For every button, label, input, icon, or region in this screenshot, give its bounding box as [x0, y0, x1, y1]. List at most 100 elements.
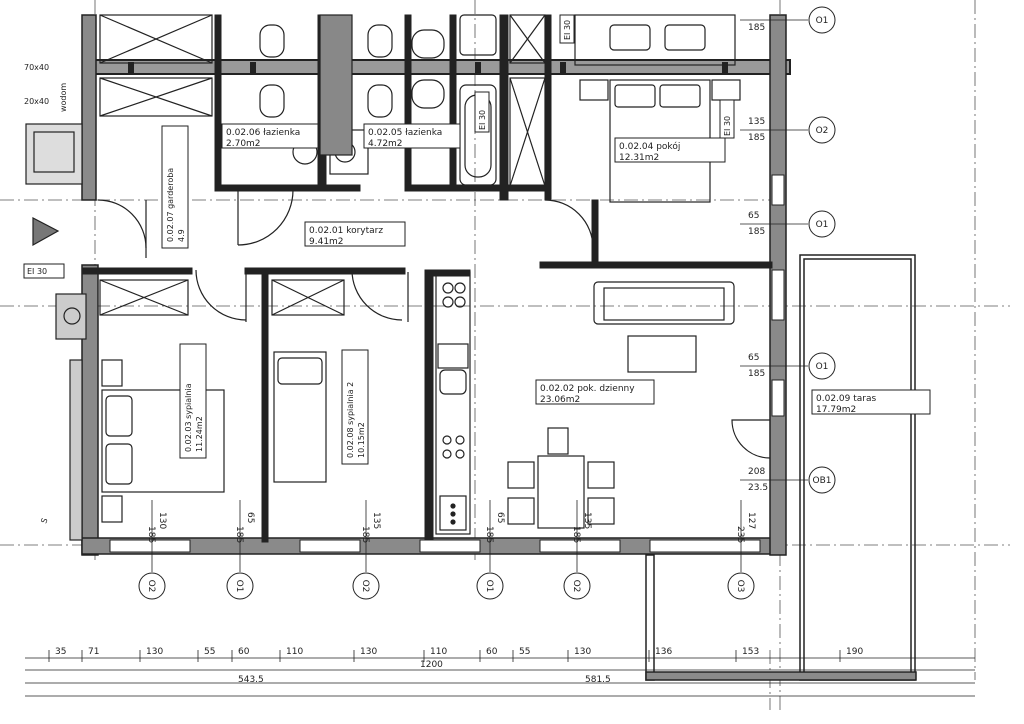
dimension-value: 110 — [430, 647, 447, 657]
svg-text:11.24m2: 11.24m2 — [195, 416, 204, 452]
window-marker-b: 135 — [371, 512, 381, 529]
tags: EI 30 EI 30 EI 30 EI 30 wodom 70x40 20x4… — [23, 14, 735, 525]
dimension-value: 60 — [486, 647, 498, 657]
bottom-window-markers: O2185130O118565O2185135O118565O2185135O3… — [138, 500, 756, 600]
dimension-value: 110 — [286, 647, 303, 657]
dim-total-1200: 1200 — [420, 660, 443, 670]
svg-text:0.02.05 łazienka: 0.02.05 łazienka — [368, 128, 442, 138]
wodom-size2: 20x40 — [24, 97, 49, 106]
top-beam — [84, 59, 791, 75]
dim-5815: 581.5 — [585, 675, 611, 685]
dimension-value: 71 — [88, 647, 99, 657]
svg-text:23.06m2: 23.06m2 — [540, 395, 580, 405]
window-marker-b: 65 — [495, 512, 505, 523]
label-bedroom-top: 0.02.04 pokój 12.31m2 — [614, 137, 726, 163]
ei30-top: EI 30 — [563, 20, 572, 40]
window-marker: O1 185 — [740, 6, 836, 34]
ei30-vert: EI 30 — [723, 116, 732, 136]
label-wardrobe: 0.02.07 garderoba 4.9 — [161, 125, 189, 249]
window-marker-label: O1 — [484, 580, 494, 593]
window-marker-top: 65 — [748, 353, 759, 363]
dimension-row-3: 543.5 581.5 — [238, 675, 611, 685]
svg-text:0.02.09 taras: 0.02.09 taras — [816, 394, 876, 404]
window-marker-bottom: 23.5 — [748, 483, 768, 493]
ei30-bath: EI 30 — [478, 110, 487, 130]
wodom-label: wodom — [59, 83, 68, 112]
door-swings — [97, 189, 771, 459]
window-marker-top: 208 — [748, 467, 765, 477]
label-bath-small: 0.02.06 łazienka 2.70m2 — [221, 123, 319, 149]
left-utility — [25, 123, 87, 541]
dimension-value: 55 — [519, 647, 530, 657]
svg-text:12.31m2: 12.31m2 — [619, 153, 659, 163]
window-marker-top: 135 — [748, 117, 765, 127]
window-marker-label: O1 — [816, 220, 829, 230]
dimension-lines — [25, 657, 975, 697]
closet-boxes — [99, 14, 546, 316]
balcony — [645, 254, 917, 681]
window-marker-label: O1 — [816, 16, 829, 26]
window-marker-label: O3 — [735, 580, 745, 593]
window-marker-a: 185 — [484, 526, 494, 543]
dimension-value: 190 — [846, 647, 863, 657]
svg-text:4.72m2: 4.72m2 — [368, 139, 403, 149]
window-marker-label: OB1 — [813, 476, 832, 486]
dimension-value: 130 — [360, 647, 377, 657]
svg-text:0.02.08 sypialnia 2: 0.02.08 sypialnia 2 — [346, 382, 355, 458]
kitchen — [435, 271, 471, 535]
svg-text:4.9: 4.9 — [177, 229, 186, 242]
svg-text:0.02.04 pokój: 0.02.04 pokój — [619, 141, 680, 152]
label-living: 0.02.02 pok. dzienny 23.06m2 — [535, 379, 655, 405]
svg-text:2.70m2: 2.70m2 — [226, 139, 261, 149]
window-marker-bottom: 185 — [748, 133, 765, 143]
window-marker-label: O2 — [360, 580, 370, 593]
window-marker: O1 65 185 — [740, 352, 836, 380]
bath-fixtures — [259, 14, 497, 186]
window-marker-a: 185 — [571, 526, 581, 543]
svg-text:0.02.07 garderoba: 0.02.07 garderoba — [166, 168, 175, 242]
living-furniture — [507, 281, 735, 529]
compass-label: S — [39, 517, 49, 525]
window-marker-label: O2 — [816, 126, 829, 136]
window-marker-a: 185 — [146, 526, 156, 543]
svg-text:0.02.03 sypialnia: 0.02.03 sypialnia — [184, 383, 193, 452]
dimension-value: 35 — [55, 647, 66, 657]
svg-text:9.41m2: 9.41m2 — [309, 237, 344, 247]
interior-walls — [81, 14, 773, 543]
bedroom1-furniture — [101, 359, 225, 523]
window-marker-b: 135 — [582, 512, 592, 529]
label-hall: 0.02.01 korytarz 9.41m2 — [304, 221, 406, 247]
window-marker-bottom: 185 — [748, 369, 765, 379]
window-marker-label: O2 — [146, 580, 156, 593]
window-marker-label: O1 — [816, 362, 829, 372]
label-balcony: 0.02.09 taras 17.79m2 — [811, 389, 931, 415]
window-marker-a: 185 — [360, 526, 370, 543]
dimension-value: 60 — [238, 647, 250, 657]
ei30-left: EI 30 — [27, 267, 47, 276]
svg-text:0.02.06 łazienka: 0.02.06 łazienka — [226, 128, 300, 138]
dimension-value: 130 — [146, 647, 163, 657]
dim-5435: 543.5 — [238, 675, 264, 685]
window-marker-bottom: 185 — [748, 23, 765, 33]
svg-text:10.15m2: 10.15m2 — [357, 422, 366, 458]
window-marker-a: 185 — [234, 526, 244, 543]
bedroom2-furniture — [273, 351, 327, 483]
window-marker-bottom: 185 — [748, 227, 765, 237]
dimension-value: 136 — [655, 647, 672, 657]
window-marker-label: O1 — [234, 580, 244, 593]
dimension-value: 55 — [204, 647, 215, 657]
window-marker-b: 127 — [746, 512, 756, 529]
dimension-row-2: 1200 — [420, 660, 443, 670]
window-marker-a: 235 — [735, 526, 745, 543]
window-marker: O2 135 185 — [740, 116, 836, 144]
window-marker: OB1 208 23.5 — [740, 466, 836, 494]
